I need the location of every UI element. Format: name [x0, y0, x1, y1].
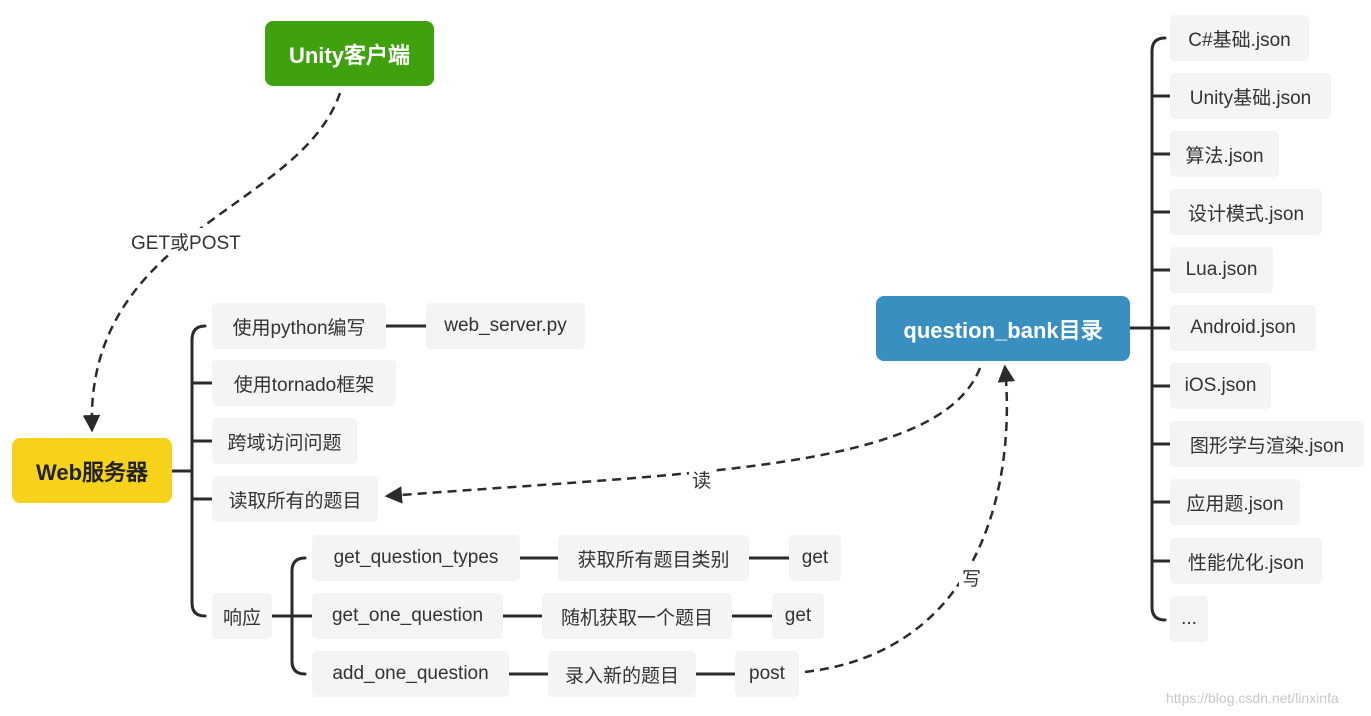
route-desc[interactable]: 录入新的题目: [548, 651, 696, 697]
file-item[interactable]: 应用题.json: [1170, 479, 1300, 525]
watermark: https://blog.csdn.net/linxinfa: [1166, 690, 1339, 706]
route-name[interactable]: add_one_question: [312, 651, 509, 697]
python-child-file[interactable]: web_server.py: [426, 303, 585, 349]
file-item[interactable]: 设计模式.json: [1170, 189, 1322, 235]
edge-label-request: GET或POST: [128, 228, 244, 255]
edge-write-post-to-bank: [804, 364, 1016, 674]
server-item-cors[interactable]: 跨域访问问题: [212, 418, 357, 464]
server-node[interactable]: Web服务器: [12, 438, 172, 503]
file-item[interactable]: C#基础.json: [1170, 15, 1309, 61]
file-item[interactable]: iOS.json: [1170, 363, 1271, 409]
file-item[interactable]: 图形学与渲染.json: [1170, 421, 1364, 467]
route-method[interactable]: get: [789, 535, 841, 581]
connector-route-branches: [290, 556, 314, 676]
client-node[interactable]: Unity客户端: [265, 21, 434, 86]
route-method[interactable]: get: [772, 593, 824, 639]
server-item-respond[interactable]: 响应: [212, 593, 272, 639]
connector-server-branches: [190, 324, 214, 618]
route-method[interactable]: post: [735, 651, 799, 697]
bank-node[interactable]: question_bank目录: [876, 296, 1130, 361]
server-item-read-all[interactable]: 读取所有的题目: [212, 476, 378, 522]
route-name[interactable]: get_one_question: [312, 593, 503, 639]
file-item[interactable]: ...: [1170, 596, 1208, 642]
file-item[interactable]: Lua.json: [1170, 247, 1273, 293]
edge-label-write: 写: [959, 564, 985, 591]
file-item[interactable]: Unity基础.json: [1170, 73, 1331, 119]
route-name[interactable]: get_question_types: [312, 535, 520, 581]
edge-label-read: 读: [689, 466, 715, 493]
route-desc[interactable]: 获取所有题目类别: [558, 535, 749, 581]
edge-read-bank-to-server: [384, 367, 982, 504]
connector-file-branches: [1150, 36, 1172, 622]
file-item[interactable]: Android.json: [1170, 305, 1316, 351]
server-item-python[interactable]: 使用python编写: [212, 303, 386, 349]
server-item-tornado[interactable]: 使用tornado框架: [212, 360, 396, 406]
file-item[interactable]: 算法.json: [1170, 131, 1279, 177]
route-desc[interactable]: 随机获取一个题目: [542, 593, 732, 639]
file-item[interactable]: 性能优化.json: [1170, 538, 1322, 584]
